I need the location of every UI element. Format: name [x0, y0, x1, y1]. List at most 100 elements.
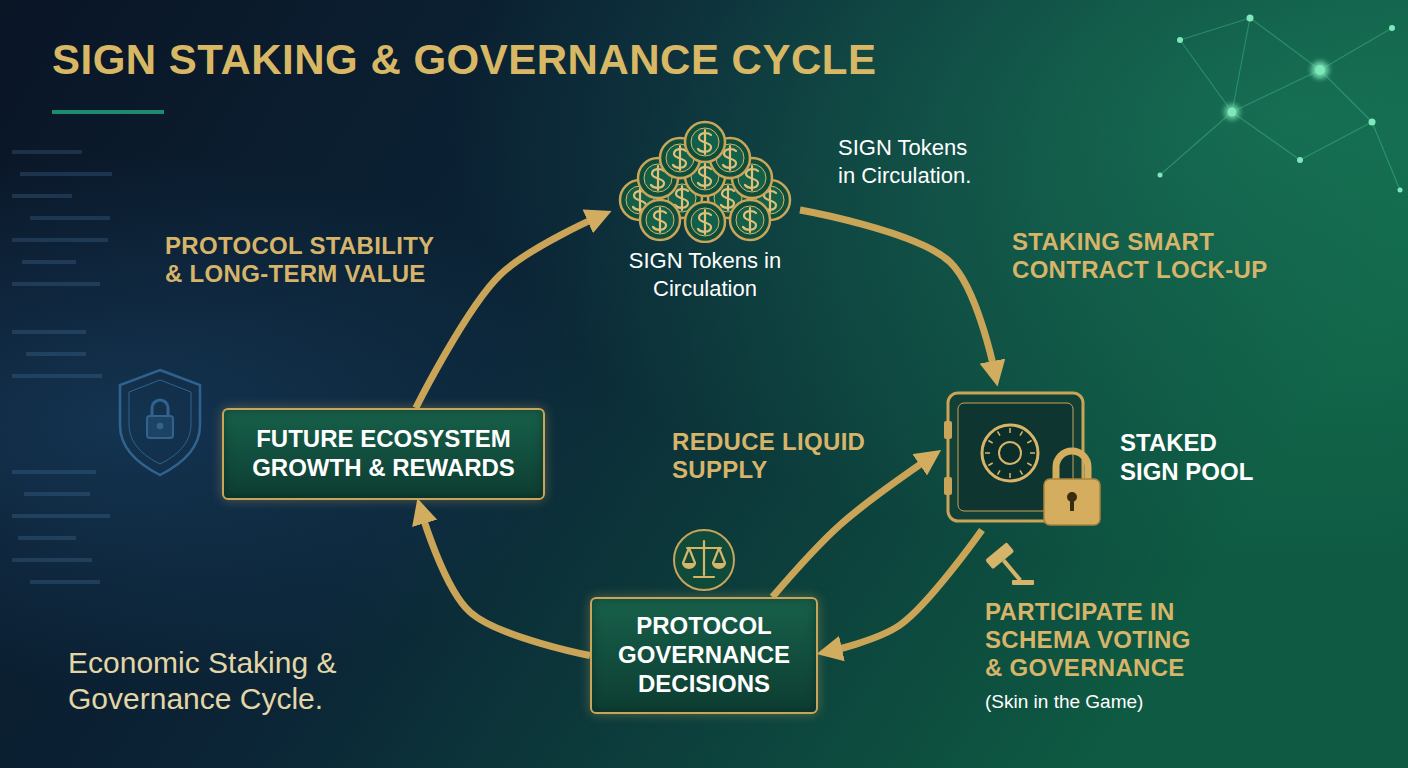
coin-symbol	[685, 122, 725, 162]
code-lines	[12, 470, 96, 474]
coin-sign	[675, 186, 688, 210]
network-graph	[1232, 70, 1320, 112]
coin-sign	[723, 146, 736, 170]
coin-face	[736, 206, 764, 234]
shield-icon	[147, 416, 173, 438]
scale-icon	[674, 530, 734, 590]
coin-sign	[698, 130, 711, 154]
code-lines	[22, 260, 76, 264]
network-graph	[1158, 15, 1403, 193]
node-text: SIGN Tokens in Circulation	[628, 247, 783, 302]
network-graph	[1315, 65, 1325, 75]
scale-icon	[719, 548, 725, 563]
code-lines	[18, 536, 76, 540]
coin-sign	[673, 146, 686, 170]
node-text: PROTOCOL GOVERNANCE DECISIONS	[606, 612, 802, 698]
network-graph	[1180, 40, 1232, 112]
code-lines	[12, 282, 100, 286]
network-graph	[1160, 112, 1232, 175]
scale-icon	[713, 548, 719, 563]
diagram-caption: Economic Staking & Governance Cycle.	[68, 645, 408, 717]
network-graph	[1300, 122, 1372, 160]
dial-tick	[988, 441, 992, 444]
dial-tick	[1027, 463, 1031, 466]
scale-icon	[703, 541, 705, 575]
edge-label: PARTICIPATE IN SCHEMA VOTING & GOVERNANC…	[985, 598, 1200, 682]
coin-face	[646, 206, 674, 234]
sub-note: (Skin in the Game)	[985, 690, 1245, 714]
vault-hinge	[944, 421, 952, 439]
dial-tick	[1009, 428, 1011, 433]
diagram-title: SIGN STAKING & GOVERNANCE CYCLE	[52, 36, 876, 84]
code-lines	[12, 150, 112, 584]
dial-tick	[1027, 441, 1031, 444]
network-graph	[1160, 18, 1400, 190]
edge-label: REDUCE LIQUID SUPPLY	[672, 428, 872, 484]
scale-icon	[674, 530, 734, 590]
scale-icon	[712, 563, 726, 569]
code-lines	[12, 514, 110, 518]
flow-arrow	[829, 530, 982, 651]
title-underline	[52, 110, 164, 114]
edge-label: STAKING SMART CONTRACT LOCK-UP	[1012, 228, 1302, 284]
network-graph	[1369, 119, 1376, 126]
scale-icon	[682, 563, 696, 569]
process-box: FUTURE ECOSYSTEM GROWTH & REWARDS	[222, 408, 545, 500]
code-lines	[12, 238, 108, 242]
dial-tick	[988, 463, 992, 466]
network-graph	[1177, 37, 1183, 43]
code-lines	[30, 580, 100, 584]
shield-icon	[157, 423, 163, 429]
network-graph	[1320, 28, 1392, 70]
flow-arrow	[800, 210, 995, 374]
coin-sign	[651, 166, 664, 190]
dial-tick	[1020, 470, 1023, 474]
scale-icon	[683, 548, 689, 563]
coin-rim	[640, 200, 680, 240]
coin-face	[691, 128, 719, 156]
network-graph	[1297, 157, 1303, 163]
edge-label: PROTOCOL STABILITY & LONG-TERM VALUE	[165, 232, 450, 288]
coin-sign	[743, 208, 756, 232]
flow-note: SIGN Tokens in Circulation.	[838, 134, 988, 189]
coin-rim	[685, 202, 725, 242]
network-graph	[1232, 112, 1300, 160]
vault-dial	[999, 442, 1021, 464]
node-text: FUTURE ECOSYSTEM GROWTH & REWARDS	[238, 425, 529, 483]
coin-rim	[685, 122, 725, 162]
scale-icon	[683, 541, 725, 577]
vault-hinge	[944, 477, 952, 495]
dial-tick	[1009, 473, 1011, 478]
scale-icon	[689, 548, 695, 563]
code-lines	[12, 150, 82, 154]
coin-symbol	[685, 202, 725, 242]
network-graph	[1320, 70, 1372, 122]
code-lines	[12, 374, 102, 378]
code-lines	[30, 216, 110, 220]
network-graph	[1180, 18, 1250, 40]
flow-arrow	[416, 216, 600, 408]
scale-icon	[687, 547, 721, 549]
code-lines	[20, 172, 112, 176]
coin-face	[691, 208, 719, 236]
padlock-body	[1044, 479, 1100, 525]
network-graph	[1311, 61, 1329, 79]
vault-dial	[982, 425, 1038, 481]
process-box: PROTOCOL GOVERNANCE DECISIONS	[590, 597, 818, 714]
shield-icon	[120, 370, 200, 475]
coin-symbol	[730, 200, 770, 240]
token-pile: SIGN Tokens in Circulation	[610, 118, 800, 302]
code-lines	[24, 492, 90, 496]
code-lines	[12, 194, 72, 198]
vault-pool: STAKED SIGN POOL	[940, 385, 1290, 530]
gavel-icon	[1002, 559, 1022, 581]
vault-art	[940, 385, 1110, 530]
coin-sign	[698, 210, 711, 234]
network-graph	[1398, 188, 1403, 193]
padlock-shackle	[1056, 451, 1088, 481]
